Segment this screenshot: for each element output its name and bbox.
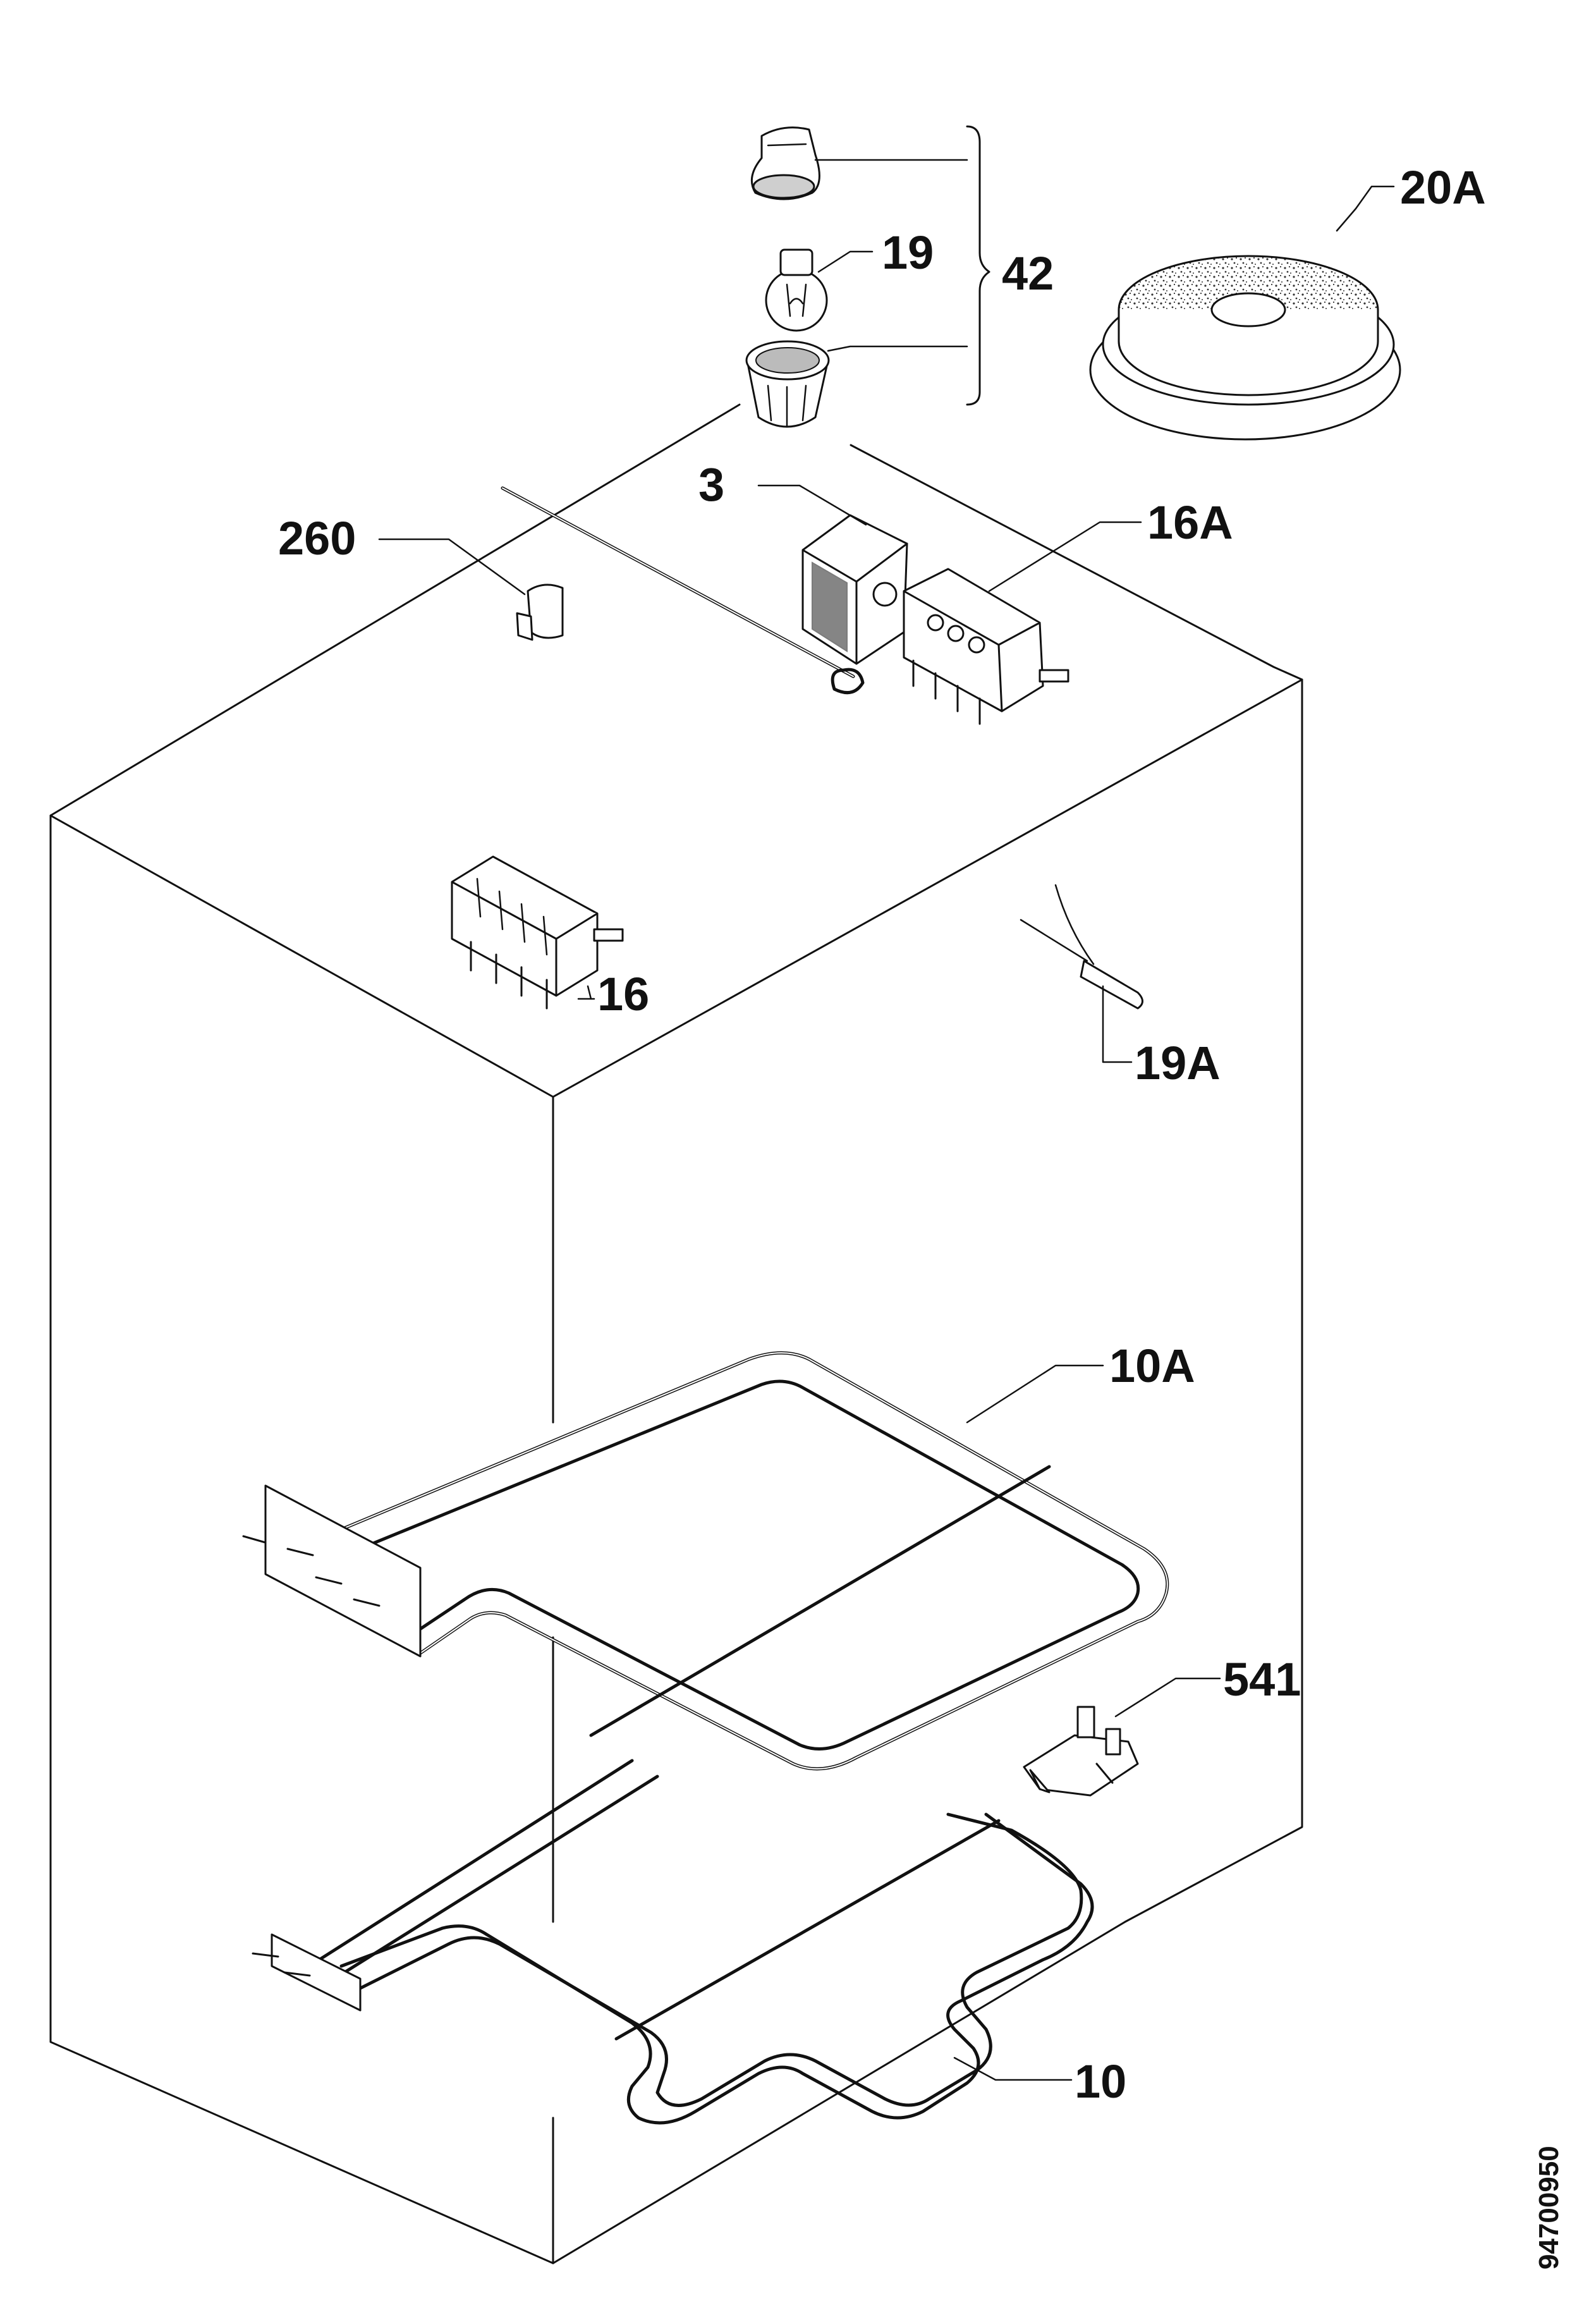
label-260: 260 [278, 512, 356, 565]
temperature-sensor [1020, 884, 1143, 1010]
lamp-holder [745, 340, 830, 428]
oven-cavity-outline [49, 403, 1303, 2264]
lamp-cap [750, 126, 820, 200]
thermostat [801, 514, 908, 665]
lamp-bulb [765, 248, 828, 332]
label-16: 16 [597, 968, 649, 1020]
selector-switch-16A [903, 568, 1069, 725]
fan-cover-disc [1089, 255, 1401, 441]
leader-lines [378, 125, 1395, 2081]
label-10A: 10A [1109, 1340, 1195, 1392]
thermostat-capillary [501, 486, 865, 695]
clip [516, 584, 564, 641]
bake-element [252, 1759, 1094, 2125]
selector-switch-16 [451, 855, 624, 1010]
terminal-block [1023, 1706, 1139, 1797]
label-10: 10 [1075, 2055, 1126, 2108]
label-19: 19 [882, 226, 934, 279]
grill-element [242, 1351, 1169, 1771]
label-541: 541 [1223, 1653, 1301, 1706]
label-19A: 19A [1135, 1037, 1221, 1089]
drawing-number: 94700950 [1533, 2146, 1564, 2270]
label-16A: 16A [1147, 496, 1233, 549]
label-20A: 20A [1400, 161, 1486, 214]
label-42: 42 [1002, 247, 1054, 300]
label-3: 3 [698, 458, 724, 511]
